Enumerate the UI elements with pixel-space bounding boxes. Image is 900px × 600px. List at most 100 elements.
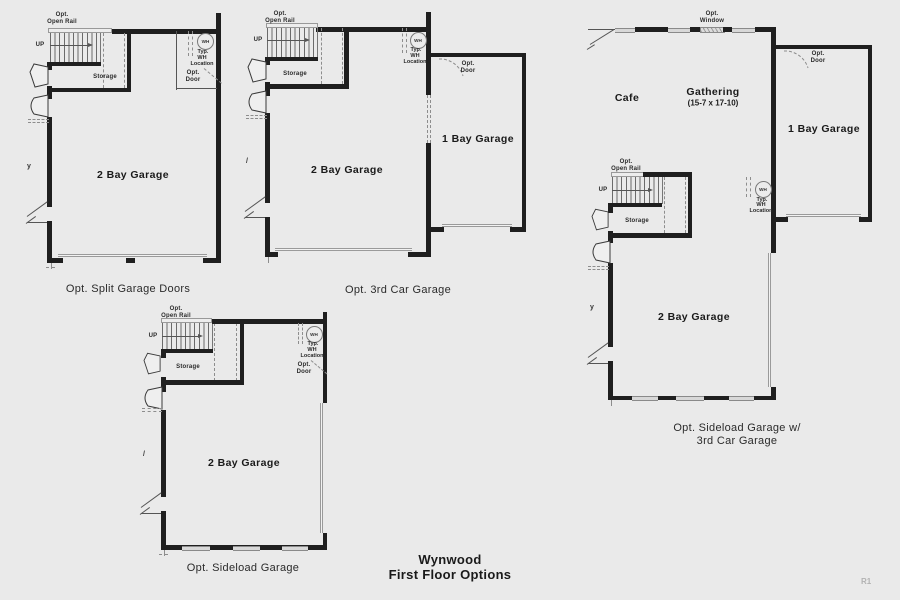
wh-note: Typ. (410, 47, 422, 53)
opt-door-label: Opt. (811, 51, 825, 57)
wh-dashed-line (750, 177, 751, 197)
water-heater-icon: WH (305, 325, 323, 343)
corner-tick (159, 554, 168, 555)
water-heater-icon: WH (197, 33, 214, 50)
wall-segment (265, 113, 270, 203)
wall-segment (521, 53, 526, 232)
garage-door-line (275, 248, 412, 251)
garage-door-pier (203, 258, 221, 263)
garage-door-pier (408, 252, 430, 257)
stair-dashed-line (342, 28, 343, 84)
wh-label: WH (759, 187, 767, 192)
garage-door-pier (775, 217, 788, 222)
up-arrow (50, 45, 88, 46)
stair-dashed-line (685, 177, 686, 233)
garage-door-pier (47, 258, 63, 263)
opt-door-arc-icon (438, 58, 464, 77)
wall-segment (426, 12, 431, 95)
wh-note: Location (749, 208, 773, 214)
opt-door-label: Opt. (461, 61, 475, 67)
plan-caption: Opt. Sideload Garage (186, 562, 300, 574)
up-arrow (267, 40, 305, 41)
cropped-edge-text: y (590, 304, 594, 311)
door-swing-icon (30, 94, 49, 118)
cased-opening (429, 95, 431, 143)
wall-segment (635, 27, 668, 32)
up-arrow-head (88, 43, 93, 47)
room-dimensions: (15-7 x 17-10) (687, 98, 739, 108)
wall-segment (265, 84, 349, 89)
storage-label: Storage (283, 71, 307, 77)
wh-note: WH (307, 347, 317, 353)
wall-break-mark (588, 363, 608, 364)
opt-window-segment (700, 27, 725, 33)
dashed-line (246, 118, 267, 119)
wall-segment (608, 361, 613, 400)
open-rail-bar (48, 28, 112, 33)
plan-caption: Opt. 3rd Car Garage (345, 284, 451, 296)
wall-segment (322, 312, 327, 403)
plan-caption: Opt. Sideload Garage w/ (673, 422, 801, 434)
revision-mark: R1 (861, 577, 872, 586)
door-swing-icon (29, 63, 49, 88)
garage-door-pier (430, 227, 444, 232)
dashed-line (28, 122, 49, 123)
window-segment (632, 396, 658, 401)
wall-segment (687, 172, 692, 237)
open-rail-label: Open Rail (161, 313, 191, 319)
open-rail-label: Opt. (273, 11, 287, 17)
wall-segment (161, 377, 166, 392)
opt-door-label: Opt. (186, 70, 200, 76)
sideload-garage-door-line (319, 403, 323, 533)
up-arrow (612, 190, 648, 191)
up-label: UP (253, 37, 263, 43)
wh-label: WH (414, 37, 422, 43)
room-label-2-bay-garage: 2 Bay Garage (658, 311, 730, 323)
room-label-gathering: Gathering (686, 86, 740, 98)
wall-segment (316, 27, 430, 32)
opt-door-label: Door (185, 77, 201, 83)
cased-opening (426, 95, 428, 143)
water-heater-icon: WH (409, 31, 427, 49)
corner-tick (611, 400, 612, 406)
wall-cut-mark (586, 44, 595, 50)
up-arrow-head (305, 38, 310, 42)
up-arrow-head (648, 188, 653, 192)
stair-dashed-line (124, 33, 125, 88)
room-label-1-bay-garage: 1 Bay Garage (442, 133, 514, 145)
dashed-line (588, 269, 609, 270)
garage-door-pier (126, 258, 135, 263)
door-swing-icon (144, 386, 163, 410)
up-label: UP (35, 42, 45, 48)
wall-segment (47, 62, 52, 70)
open-rail-label: Opt. (55, 12, 69, 18)
wall-segment (47, 86, 52, 99)
wall-segment (610, 233, 692, 238)
wall-break-mark (245, 217, 265, 218)
opt-door-label: Door (460, 68, 476, 74)
door-swing-icon (592, 240, 611, 264)
sheet-title: Wynwood (418, 552, 482, 567)
wall-segment (161, 410, 166, 497)
room-label-cafe: Cafe (614, 92, 640, 104)
door-swing-icon (591, 208, 609, 231)
stair-dashed-line (236, 323, 237, 381)
dashed-line (142, 408, 162, 409)
garage-door-line (786, 213, 861, 217)
plan-caption: 3rd Car Garage (696, 435, 778, 447)
cropped-edge-text: / (246, 158, 248, 165)
window-segment (668, 27, 690, 33)
wall-segment (161, 349, 166, 358)
wall-break-mark (244, 196, 266, 212)
wall-segment (771, 387, 776, 400)
wh-note: Typ. (197, 49, 209, 55)
wall-segment (344, 27, 349, 88)
garage-door-pier (265, 252, 278, 257)
wall-segment (426, 143, 431, 257)
sideload-garage-door-line (768, 253, 771, 387)
open-rail-label: Open Rail (265, 18, 295, 24)
stair-treads (267, 28, 318, 57)
wall-segment (161, 511, 166, 550)
room-label-1-bay-garage: 1 Bay Garage (788, 123, 860, 135)
